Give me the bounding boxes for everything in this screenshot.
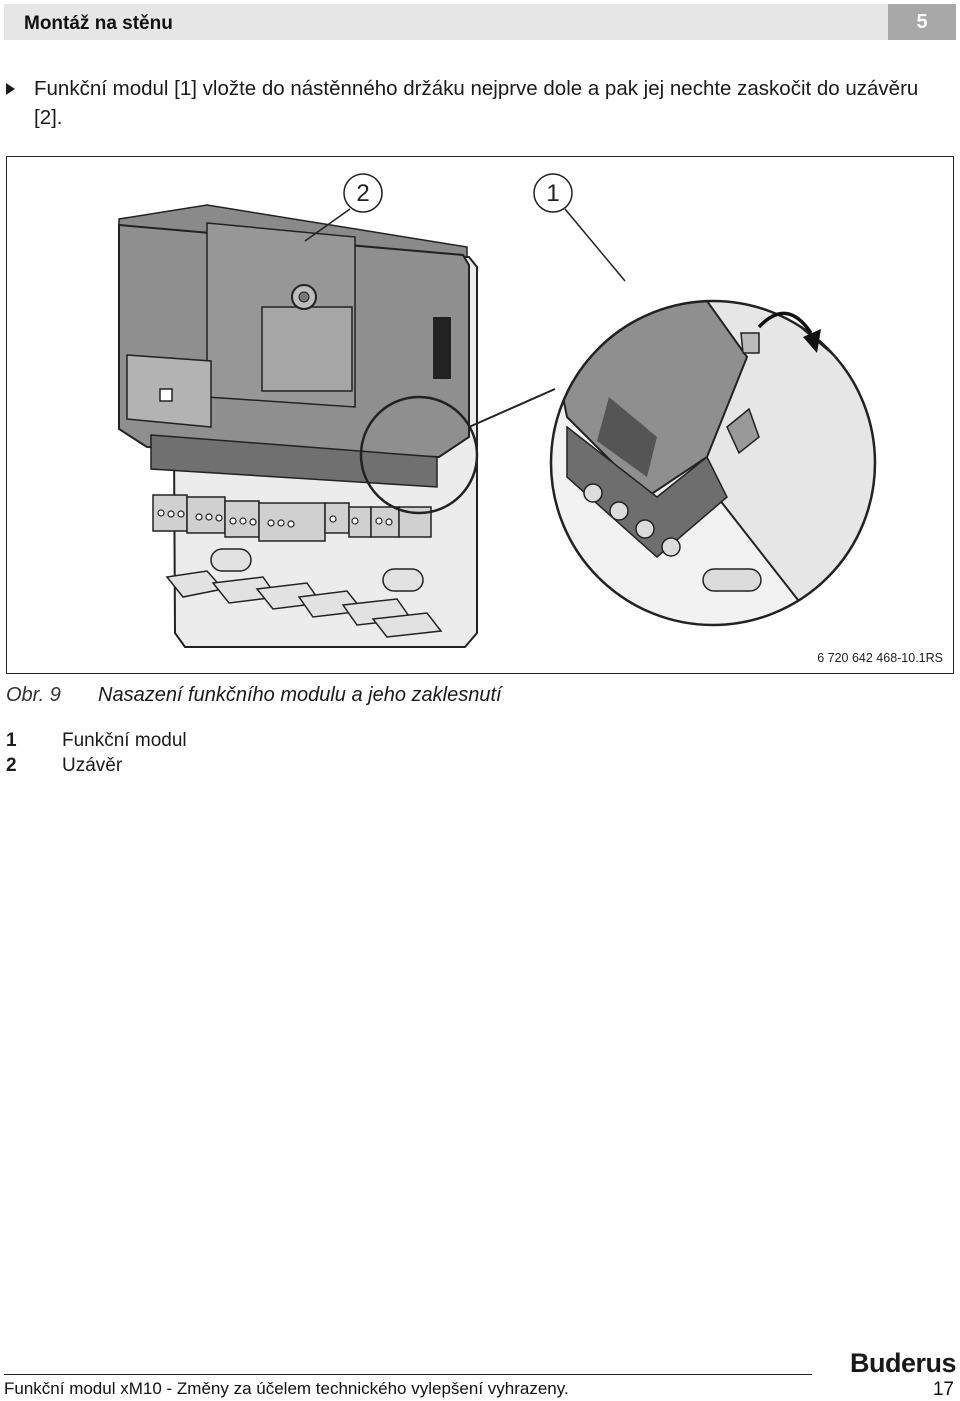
triangle-bullet-icon xyxy=(6,83,15,95)
legend-text: Funkční modul xyxy=(62,730,187,751)
legend-item: 1 Funkční modul xyxy=(6,728,187,753)
footer-text: Funkční modul xM10 - Změny za účelem tec… xyxy=(4,1379,569,1398)
instruction-text: Funkční modul [1] vložte do nástěnného d… xyxy=(34,77,919,129)
instruction-step: Funkční modul [1] vložte do nástěnného d… xyxy=(6,74,946,132)
legend-text: Uzávěr xyxy=(62,755,123,776)
svg-text:2: 2 xyxy=(356,180,369,207)
buderus-logo: Buderus xyxy=(849,1348,957,1378)
module-mounting-drawing: 2 1 xyxy=(118,173,877,648)
legend-number: 2 xyxy=(6,755,17,776)
callout-1: 1 xyxy=(533,173,573,213)
footer-divider xyxy=(4,1374,812,1375)
callout-2: 2 xyxy=(343,173,383,213)
figure-reference-number: 6 720 642 468-10.1RS xyxy=(817,651,943,665)
section-title: Montáž na stěnu xyxy=(24,13,173,34)
section-header-bar: Montáž na stěnu xyxy=(4,4,888,40)
figure-caption-label: Obr. 9 xyxy=(6,684,61,706)
figure-caption: Obr. 9 Nasazení funkčního modulu a jeho z… xyxy=(6,684,502,707)
page-number: 17 xyxy=(932,1379,954,1400)
svg-text:1: 1 xyxy=(546,180,559,207)
figure-illustration: 2 1 6 720 642 468-10.1RS xyxy=(6,156,954,674)
chapter-number-badge: 5 xyxy=(888,4,956,40)
figure-legend: 1 Funkční modul 2 Uzávěr xyxy=(6,728,187,778)
legend-number: 1 xyxy=(6,730,17,751)
legend-item: 2 Uzávěr xyxy=(6,753,187,778)
figure-caption-text: Nasazení funkčního modulu a jeho zaklesn… xyxy=(98,684,502,706)
